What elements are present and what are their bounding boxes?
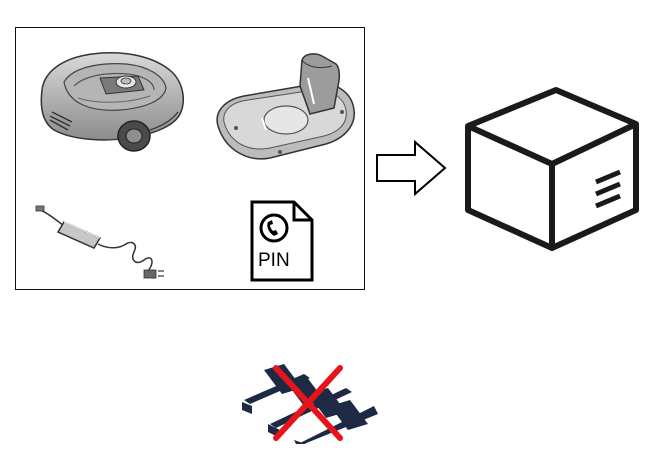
shipping-box-icon	[465, 87, 639, 251]
pin-code-document-icon: PIN	[250, 200, 314, 282]
robotic-mower-icon	[40, 52, 185, 152]
right-arrow-icon	[376, 139, 447, 197]
power-supply-cable-icon	[35, 205, 164, 279]
red-x-icon	[273, 365, 343, 441]
pallet-icon	[242, 364, 378, 444]
package-contents-frame: PIN	[15, 27, 365, 290]
pin-label: PIN	[258, 250, 290, 271]
charging-station-icon	[216, 53, 355, 160]
